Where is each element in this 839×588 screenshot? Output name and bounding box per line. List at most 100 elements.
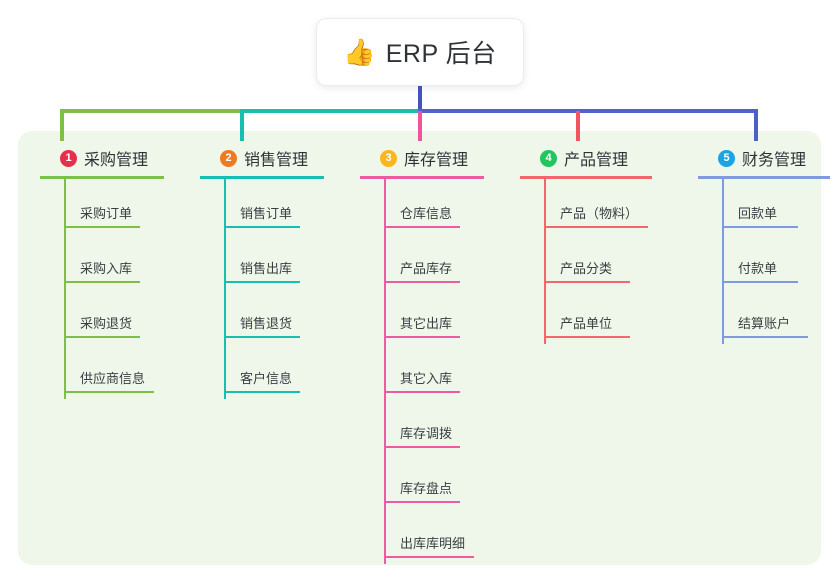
leaf-item-label: 采购订单 [80,206,133,221]
branch-header-4[interactable]: 4 产品管理 [520,145,652,171]
leaf-item-underline [544,226,648,228]
leaf-item-label: 付款单 [738,261,778,276]
leaf-item[interactable]: 销售退货 [224,289,324,344]
leaf-item-label: 库存盘点 [400,481,453,496]
leaf-item[interactable]: 采购退货 [64,289,164,344]
leaf-item-label: 其它入库 [400,371,453,386]
leaf-item[interactable]: 库存调拨 [384,399,484,454]
root-node[interactable]: 👍 ERP 后台 [316,18,524,86]
leaf-item-label: 库存调拨 [400,426,453,441]
leaf-item[interactable]: 产品库存 [384,234,484,289]
leaf-item-label: 产品库存 [400,261,453,276]
leaf-item[interactable]: 产品分类 [544,234,652,289]
leaf-item[interactable]: 采购入库 [64,234,164,289]
leaf-item-underline [722,336,808,338]
leaf-item[interactable]: 产品（物料） [544,179,652,234]
branch-column-4[interactable]: 4 产品管理产品（物料） 产品分类产品单位 [520,145,652,344]
leaf-item[interactable]: 产品单位 [544,289,652,344]
leaf-item-underline [384,281,460,283]
leaf-item-label: 出库库明细 [400,536,466,551]
branch-header-1[interactable]: 1 采购管理 [40,145,164,171]
branch-underline-3 [360,176,484,179]
leaf-item[interactable]: 销售出库 [224,234,324,289]
leaf-item-label: 销售退货 [240,316,293,331]
leaf-item-underline [224,336,300,338]
branch-header-5[interactable]: 5 财务管理 [698,145,830,171]
branch-item-list-3: 仓库信息产品库存其它出库其它入库库存调拨库存盘点出库库明细 [384,179,484,564]
leaf-item[interactable]: 采购订单 [64,179,164,234]
branch-item-list-4: 产品（物料） 产品分类产品单位 [544,179,652,344]
connector-drop-branch-3 [418,111,422,141]
branch-item-list-5: 回款单付款单结算账户 [722,179,830,344]
leaf-item-underline [544,281,630,283]
leaf-item-underline [224,281,300,283]
leaf-item[interactable]: 其它出库 [384,289,484,344]
branch-spine-4 [544,179,546,344]
branch-title-5: 财务管理 [742,152,807,169]
leaf-item[interactable]: 结算账户 [722,289,830,344]
branch-column-1[interactable]: 1 采购管理采购订单采购入库采购退货供应商信息 [40,145,164,399]
leaf-item-label: 其它出库 [400,316,453,331]
leaf-item[interactable]: 付款单 [722,234,830,289]
leaf-item-underline [384,556,474,558]
leaf-item-label: 销售出库 [240,261,293,276]
branch-spine-2 [224,179,226,399]
branch-column-5[interactable]: 5 财务管理回款单付款单结算账户 [698,145,830,344]
leaf-item-underline [722,281,798,283]
leaf-item-label: 产品分类 [560,261,613,276]
branch-number-badge-4: 4 [540,149,557,167]
leaf-item-label: 产品单位 [560,316,613,331]
leaf-item[interactable]: 供应商信息 [64,344,164,399]
thumbs-up-emoji: 👍 [343,37,376,67]
branch-header-2[interactable]: 2 销售管理 [200,145,324,171]
leaf-item-underline [64,391,154,393]
branch-header-3[interactable]: 3 库存管理 [360,145,484,171]
connector-root-stem [418,86,422,111]
leaf-item-label: 采购退货 [80,316,133,331]
branch-column-3[interactable]: 3 库存管理仓库信息产品库存其它出库其它入库库存调拨库存盘点出库库明细 [360,145,484,564]
leaf-item[interactable]: 仓库信息 [384,179,484,234]
leaf-item[interactable]: 库存盘点 [384,454,484,509]
leaf-item[interactable]: 其它入库 [384,344,484,399]
leaf-item-underline [384,391,460,393]
leaf-item-label: 销售订单 [240,206,293,221]
branch-underline-1 [40,176,164,179]
leaf-item[interactable]: 客户信息 [224,344,324,399]
connector-drop-branch-5 [754,111,758,141]
leaf-item-underline [384,336,460,338]
leaf-item-underline [384,501,460,503]
branch-columns: 1 采购管理采购订单采购入库采购退货供应商信息 2 销售管理销售订单销售出库销售退货客… [18,131,830,565]
branch-underline-5 [698,176,830,179]
leaf-item-underline [64,226,140,228]
branch-title-4: 产品管理 [564,152,629,169]
branch-number-badge-3: 3 [380,149,397,167]
leaf-item-underline [64,336,140,338]
leaf-item-label: 仓库信息 [400,206,453,221]
leaf-item-label: 供应商信息 [80,371,146,386]
leaf-item-underline [384,226,460,228]
branch-number-badge-5: 5 [718,149,735,167]
branch-column-2[interactable]: 2 销售管理销售订单销售出库销售退货客户信息 [200,145,324,399]
leaf-item-underline [722,226,798,228]
leaf-item-underline [384,446,460,448]
connector-drop-branch-2 [240,111,244,141]
branch-title-2: 销售管理 [244,152,309,169]
leaf-item[interactable]: 销售订单 [224,179,324,234]
branch-spine-1 [64,179,66,399]
leaf-item-underline [224,391,300,393]
connector-drop-branch-4 [576,111,580,141]
branch-title-3: 库存管理 [404,152,469,169]
leaf-item[interactable]: 出库库明细 [384,509,484,564]
connector-bus-indigo [418,109,758,113]
branch-number-badge-2: 2 [220,149,237,167]
branch-spine-5 [722,179,724,344]
leaf-item[interactable]: 回款单 [722,179,830,234]
connector-bus-green [60,109,242,113]
branch-spine-3 [384,179,386,564]
leaf-item-underline [64,281,140,283]
branch-number-badge-1: 1 [60,149,77,167]
branch-title-1: 采购管理 [84,152,149,169]
leaf-item-label: 采购入库 [80,261,133,276]
leaf-item-label: 结算账户 [738,316,791,331]
leaf-item-label: 产品（物料） [560,206,639,221]
